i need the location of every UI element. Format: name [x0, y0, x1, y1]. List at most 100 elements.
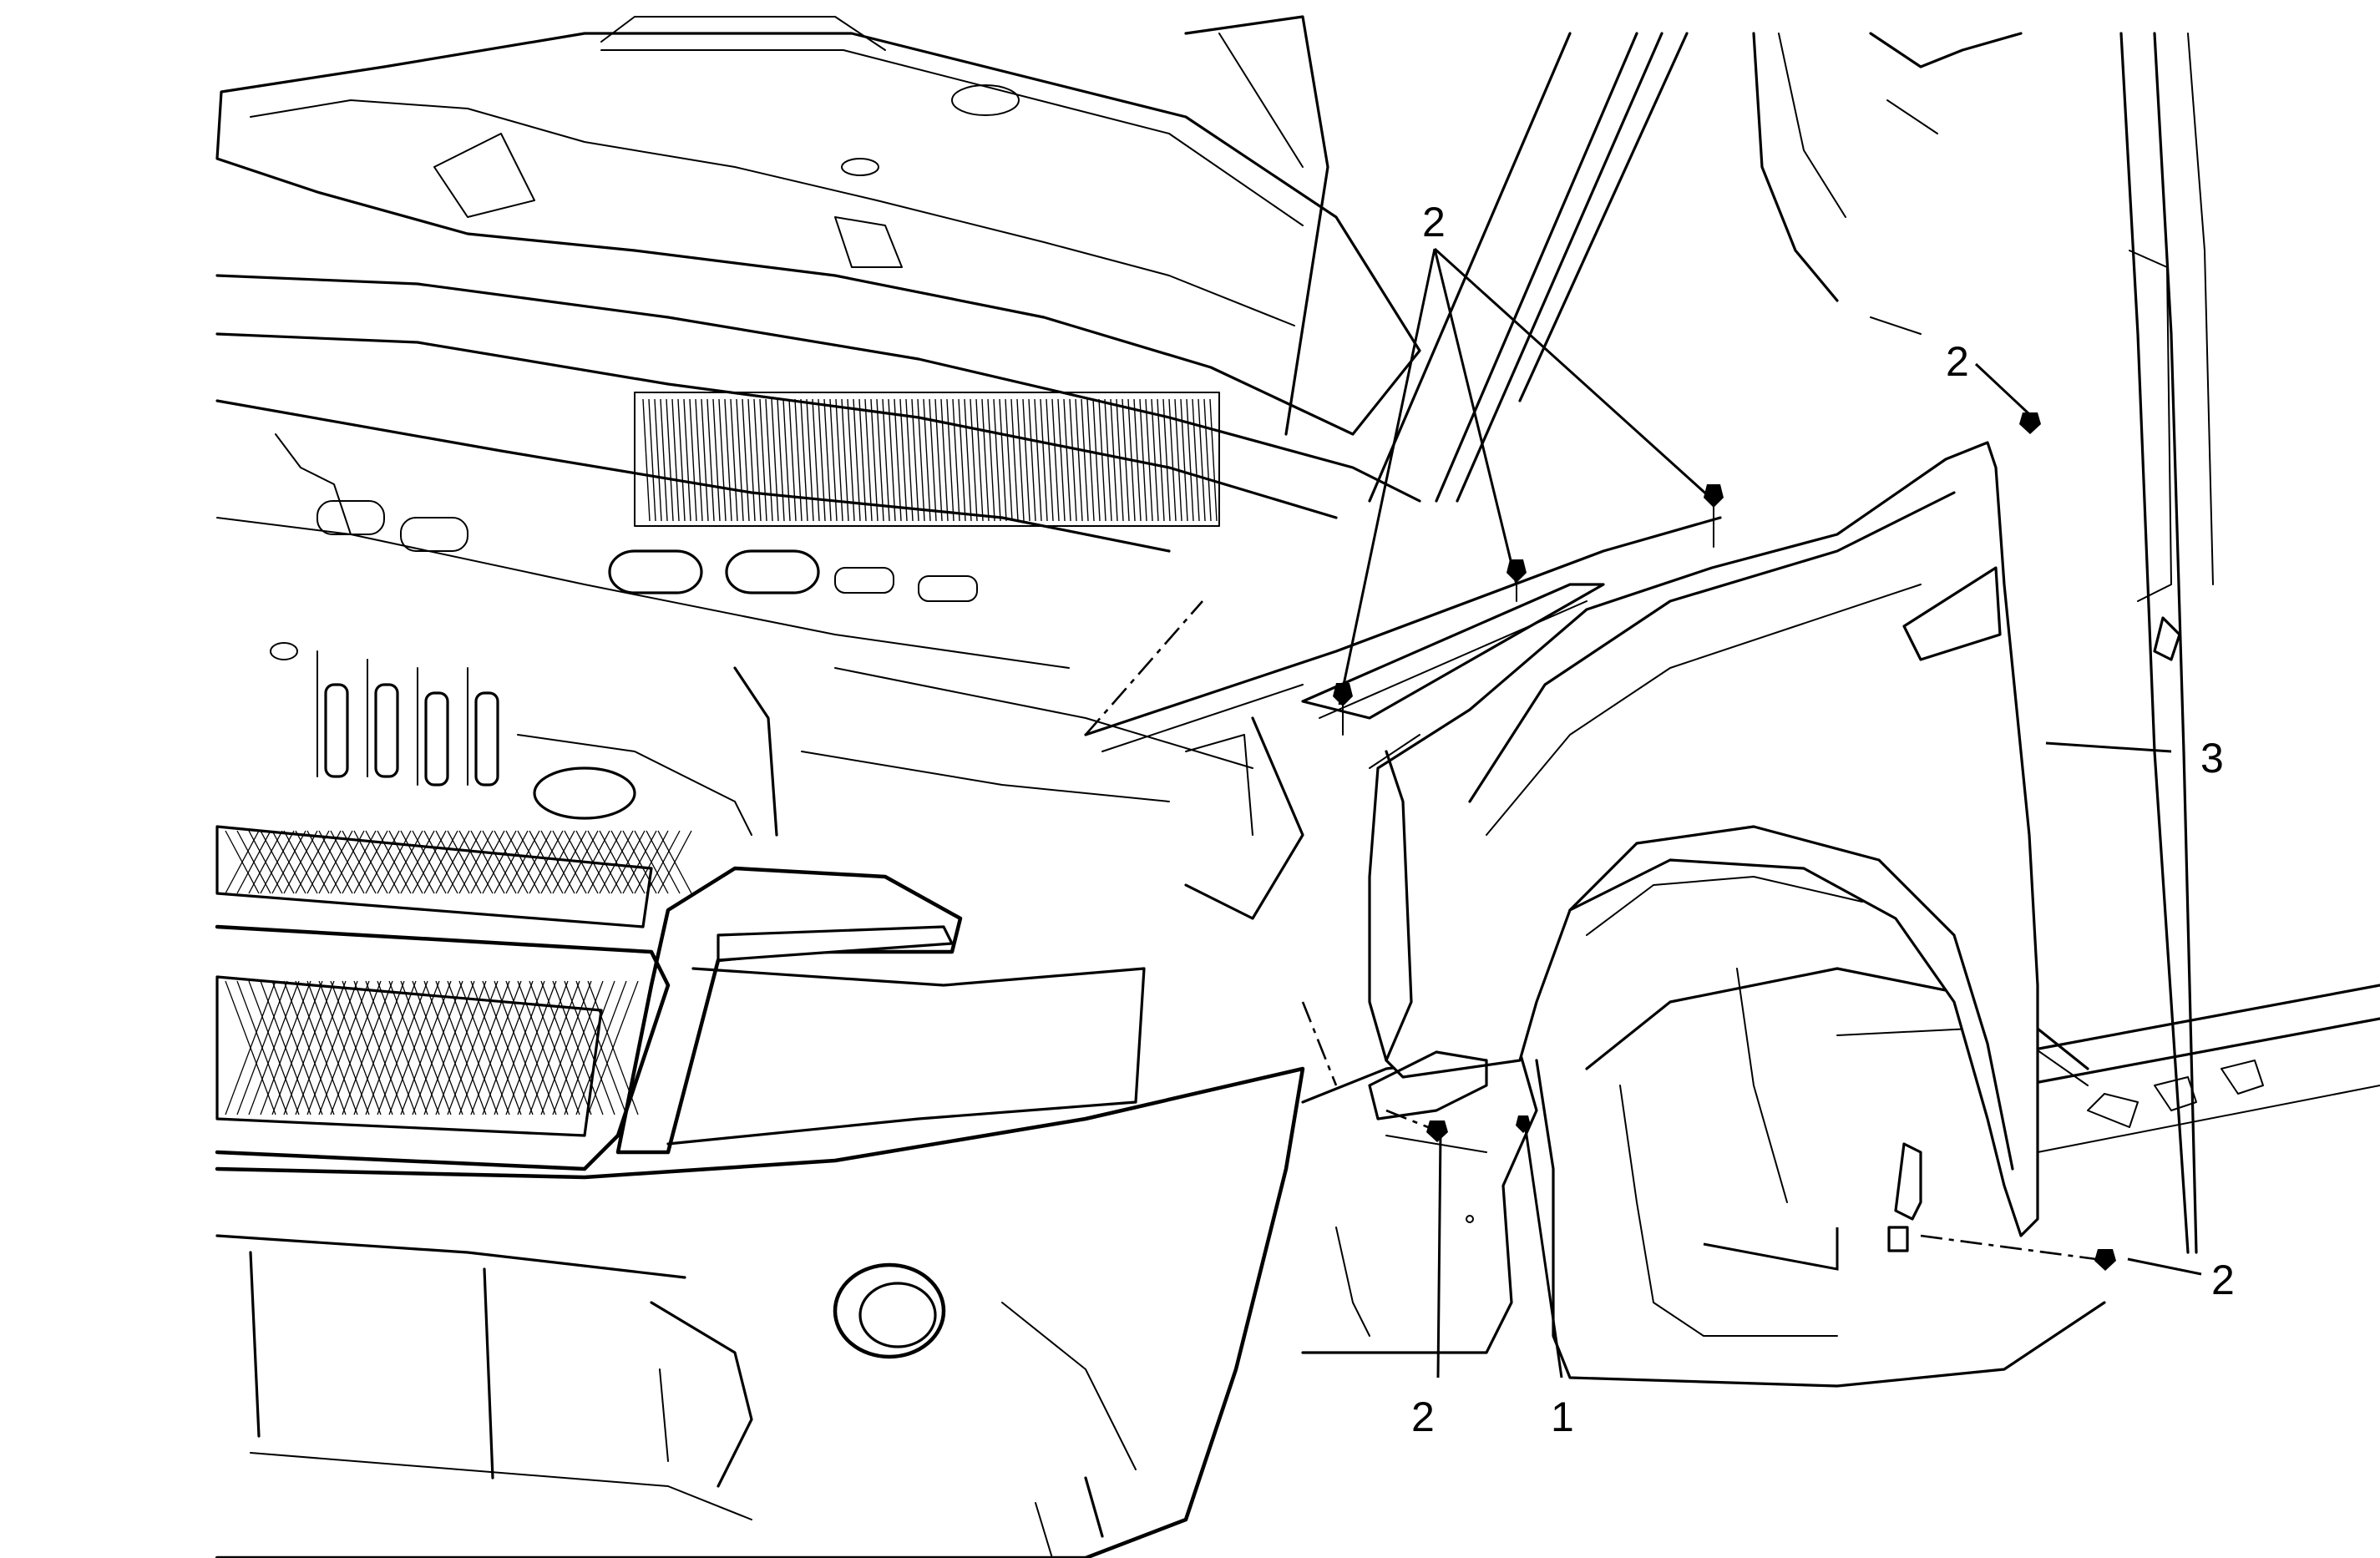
hatch-line: [753, 398, 762, 522]
hatch-line: [225, 980, 276, 1115]
hatch-line: [970, 398, 978, 522]
hatch-line: [482, 830, 517, 894]
upper-grille: [215, 825, 653, 928]
callout-2-lower-right: 2: [2211, 1257, 2235, 1303]
hatch-line: [236, 830, 271, 894]
hatch-line: [400, 980, 452, 1115]
bolt-icon: [1516, 1115, 1531, 1133]
hatch-line: [330, 980, 382, 1115]
hatch-line: [993, 398, 1001, 522]
hatch-line: [1162, 398, 1171, 522]
hatch-line: [894, 398, 902, 522]
hood-panel: [215, 16, 1421, 436]
hatch-line: [599, 830, 634, 894]
hatch-line: [365, 830, 400, 894]
hatch-line: [718, 398, 727, 522]
hatch-line: [1116, 398, 1124, 522]
rocker-panel: [2019, 984, 2380, 1153]
hatch-line: [283, 980, 335, 1115]
hatch-line: [260, 830, 295, 894]
hatch-line: [1086, 398, 1095, 522]
grille-frame: [215, 924, 671, 1171]
hatch-line: [695, 398, 703, 522]
hatch-line: [794, 398, 803, 522]
hatch-line: [564, 830, 599, 894]
hatch-line: [812, 398, 820, 522]
headlamp: [615, 866, 1146, 1155]
hatch-line: [724, 398, 732, 522]
hatch-line: [412, 830, 447, 894]
hatch-line: [295, 980, 347, 1115]
hatch-line: [225, 830, 260, 894]
hatch-line: [353, 830, 388, 894]
hatch-line: [1139, 398, 1147, 522]
bolt-icon: [1426, 1120, 1448, 1142]
hatch-line: [1098, 398, 1106, 522]
radiator-support: [215, 274, 1421, 669]
hatch-line: [689, 398, 697, 522]
callout-1-bottom: 1: [1551, 1394, 1574, 1440]
hatch-line: [981, 398, 990, 522]
fender-top-flange: [1084, 516, 1722, 920]
hatch-line: [1127, 398, 1136, 522]
hatch-line: [540, 830, 575, 894]
callout-2-hood: 2: [1422, 199, 1446, 245]
hatch-line: [771, 398, 779, 522]
hatch-line: [423, 830, 458, 894]
hatch-line: [1046, 398, 1054, 522]
hatch-line: [575, 830, 610, 894]
hatch-line: [818, 398, 826, 522]
hatch-line: [1028, 398, 1036, 522]
hatch-line: [529, 830, 564, 894]
hatch-line: [552, 830, 587, 894]
hatch-line: [1157, 398, 1165, 522]
hatch-line: [1198, 398, 1206, 522]
hatch-line: [730, 398, 738, 522]
hatch-line: [435, 830, 470, 894]
callout-2-bottom: 2: [1411, 1394, 1435, 1440]
hatch-line: [823, 398, 832, 522]
bolt-icon: [1704, 484, 1724, 508]
hatch-line: [330, 830, 365, 894]
hatch-line: [377, 830, 412, 894]
hatch-line: [306, 830, 342, 894]
hatch-line: [1081, 398, 1089, 522]
hatch-line: [671, 398, 680, 522]
hatch-line: [1022, 398, 1030, 522]
hatch-line: [999, 398, 1007, 522]
hatch-line: [1016, 398, 1025, 522]
lower-grille-mesh: [225, 980, 639, 1115]
hatch-line: [1063, 398, 1071, 522]
hatch-line: [587, 980, 639, 1115]
hatch-line: [447, 980, 499, 1115]
hatch-line: [940, 398, 949, 522]
hatch-line: [788, 398, 797, 522]
hatch-line: [1192, 398, 1200, 522]
hatch-line: [835, 398, 843, 522]
hatch-line: [634, 830, 669, 894]
hatch-line: [917, 398, 925, 522]
hatch-line: [1151, 398, 1159, 522]
hatch-line: [683, 398, 691, 522]
hatch-line: [806, 398, 814, 522]
hatch-line: [747, 398, 756, 522]
hatch-line: [975, 398, 984, 522]
hatch-line: [952, 398, 960, 522]
hatch-line: [610, 830, 646, 894]
leader-lines: [1085, 247, 2202, 1378]
hatch-line: [1122, 398, 1130, 522]
hatch-line: [882, 398, 890, 522]
hatch-line: [1203, 398, 1212, 522]
hatch-line: [377, 980, 428, 1115]
cross-member-slots: [316, 500, 978, 602]
condenser-fins: [642, 398, 1218, 522]
lower-fender-bracket: [1368, 1050, 1922, 1252]
hatch-line: [283, 830, 318, 894]
hatch-line: [923, 398, 931, 522]
hatch-line: [1110, 398, 1118, 522]
hatch-line: [847, 398, 855, 522]
hatch-line: [899, 398, 908, 522]
hatch-line: [517, 830, 552, 894]
hatch-line: [318, 980, 370, 1115]
hatch-line: [587, 830, 622, 894]
